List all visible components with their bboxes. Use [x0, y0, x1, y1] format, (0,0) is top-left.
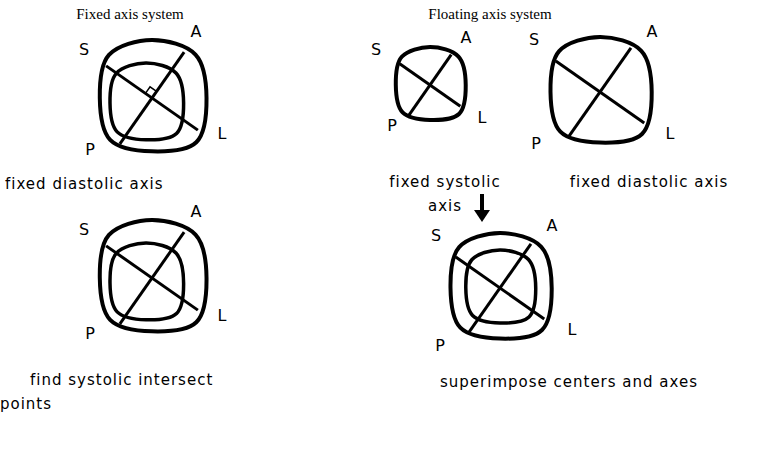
- heart-section: [396, 47, 466, 120]
- column-heading: Floating axis system: [428, 7, 551, 22]
- heart-section: [100, 220, 207, 331]
- arrow-shaft: [480, 194, 484, 212]
- orientation-label: P: [85, 142, 95, 158]
- heart-section: [550, 37, 651, 143]
- axis-line: [469, 244, 531, 332]
- down-arrow: [474, 194, 490, 222]
- orientation-label: P: [85, 326, 95, 342]
- axis-line: [120, 232, 184, 324]
- diastolic-contour: [550, 37, 651, 143]
- orientation-label: L: [478, 110, 487, 126]
- heart-section: [450, 233, 551, 339]
- diastolic-contour: [396, 47, 466, 120]
- orientation-label: L: [568, 322, 577, 338]
- orientation-label: S: [431, 228, 441, 244]
- orientation-label: A: [191, 204, 202, 220]
- heart-section: [100, 40, 207, 151]
- axis-line: [120, 52, 184, 144]
- orientation-label: L: [218, 126, 227, 142]
- axis-line: [569, 48, 631, 136]
- column-heading: Fixed axis system: [76, 7, 184, 22]
- orientation-label: A: [647, 24, 658, 40]
- orientation-label: S: [529, 32, 539, 48]
- orientation-label: S: [79, 222, 89, 238]
- figure-caption: find systolic intersect points: [0, 368, 256, 416]
- figure-caption: superimpose centers and axes: [440, 370, 740, 394]
- orientation-label: P: [387, 118, 397, 134]
- arrow-head: [474, 210, 490, 222]
- orientation-label: P: [435, 338, 445, 354]
- orientation-label: A: [547, 218, 558, 234]
- orientation-label: P: [531, 136, 541, 152]
- orientation-label: A: [461, 30, 472, 46]
- axis-line: [409, 55, 451, 116]
- orientation-label: L: [218, 308, 227, 324]
- orientation-label: S: [79, 42, 89, 58]
- figure-caption: fixed diastolic axis: [5, 172, 267, 196]
- orientation-label: S: [371, 42, 381, 58]
- diastolic-contour: [100, 220, 207, 331]
- figure-caption: fixed systolic axis: [370, 170, 520, 218]
- diastolic-contour: [100, 40, 207, 151]
- diastolic-contour: [450, 233, 551, 339]
- orientation-label: L: [666, 126, 675, 142]
- orientation-label: A: [191, 24, 202, 40]
- right-angle-mark: [145, 87, 156, 94]
- figure-caption: fixed diastolic axis: [565, 170, 733, 194]
